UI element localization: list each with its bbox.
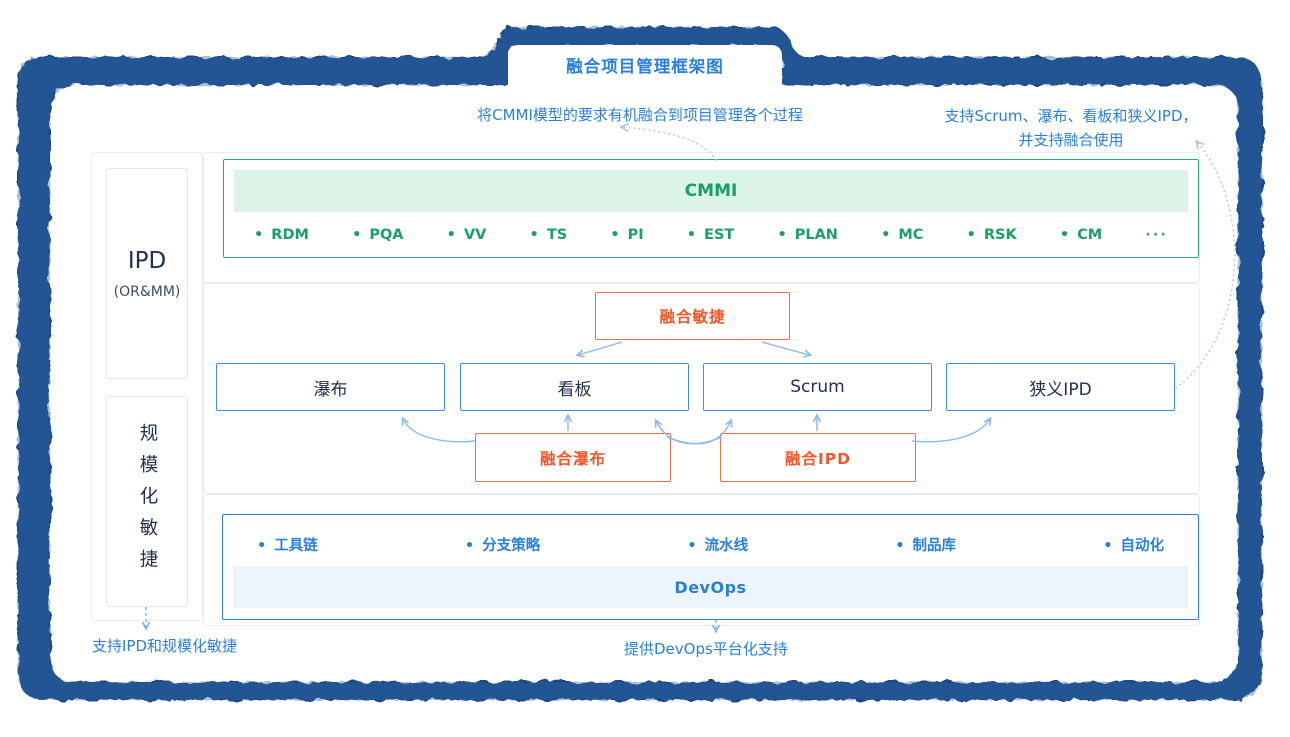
annotation-ipd-agile-note: 支持IPD和规模化敏捷 [92,637,238,655]
method-box-waterfall: 瀑布 [216,363,445,411]
devops-items-row: 工具链 分支策略 流水线 制品库 自动化 [257,523,1164,565]
cmmi-item-vv: VV [447,227,486,243]
diagram-title: 融合项目管理框架图 [566,57,724,76]
cmmi-item-rsk: RSK [967,227,1017,243]
cmmi-item-pi: PI [610,227,644,243]
devops-item-pipeline: 流水线 [687,534,749,555]
cmmi-header: CMMI [234,170,1188,212]
devops-header: DevOps [233,566,1188,608]
annotation-devops-note: 提供DevOps平台化支持 [624,640,788,658]
ipd-box: IPD (OR&MM) [106,168,188,379]
fusion-ipd-label: 融合IPD [785,449,851,468]
cmmi-item-pqa: PQA [352,227,403,243]
method-box-kanban: 看板 [460,363,689,411]
cmmi-box: CMMI RDM PQA VV TS PI EST PLAN MC RSK CM… [223,159,1199,258]
method-box-scrum: Scrum [703,363,932,411]
devops-item-artifacts: 制品库 [895,534,957,555]
cmmi-items-row: RDM PQA VV TS PI EST PLAN MC RSK CM ··· [254,212,1168,257]
scaled-agile-label: 规模化敏捷 [137,422,158,581]
cmmi-title: CMMI [684,181,738,201]
method-narrow-ipd-label: 狭义IPD [1029,379,1092,400]
fusion-waterfall-label: 融合瀑布 [539,449,606,468]
annotation-methods-note: 支持Scrum、瀑布、看板和狭义IPD， 并支持融合使用 [940,104,1202,152]
annotation-methods-line1: 支持Scrum、瀑布、看板和狭义IPD， [944,107,1198,125]
method-scrum-label: Scrum [790,377,845,397]
method-box-narrow-ipd: 狭义IPD [946,363,1175,411]
devops-box: 工具链 分支策略 流水线 制品库 自动化 DevOps [222,514,1199,620]
cmmi-item-est: EST [687,227,734,243]
fusion-agile-box: 融合敏捷 [595,292,790,340]
ipd-sublabel: (OR&MM) [113,283,181,300]
cmmi-item-rdm: RDM [254,227,309,243]
scaled-agile-box: 规模化敏捷 [106,396,188,607]
fusion-waterfall-box: 融合瀑布 [475,433,671,482]
annotation-cmmi-note: 将CMMI模型的要求有机融合到项目管理各个过程 [477,106,803,124]
cmmi-item-plan: PLAN [777,227,838,243]
devops-title: DevOps [674,577,747,597]
cmmi-item-cm: CM [1060,227,1102,243]
annotation-methods-line2: 并支持融合使用 [1018,131,1124,149]
devops-item-branching: 分支策略 [465,534,540,555]
cmmi-item-ellipsis: ··· [1145,226,1168,243]
devops-item-toolchain: 工具链 [257,534,318,555]
fusion-ipd-box: 融合IPD [720,433,916,482]
method-kanban-label: 看板 [557,379,592,400]
cmmi-item-ts: TS [530,227,567,243]
method-waterfall-label: 瀑布 [313,379,348,400]
ipd-label: IPD [127,247,167,274]
devops-item-automation: 自动化 [1103,534,1164,555]
fusion-agile-label: 融合敏捷 [659,308,726,326]
cmmi-item-mc: MC [881,227,923,243]
title-tab: 融合项目管理框架图 [508,45,782,85]
